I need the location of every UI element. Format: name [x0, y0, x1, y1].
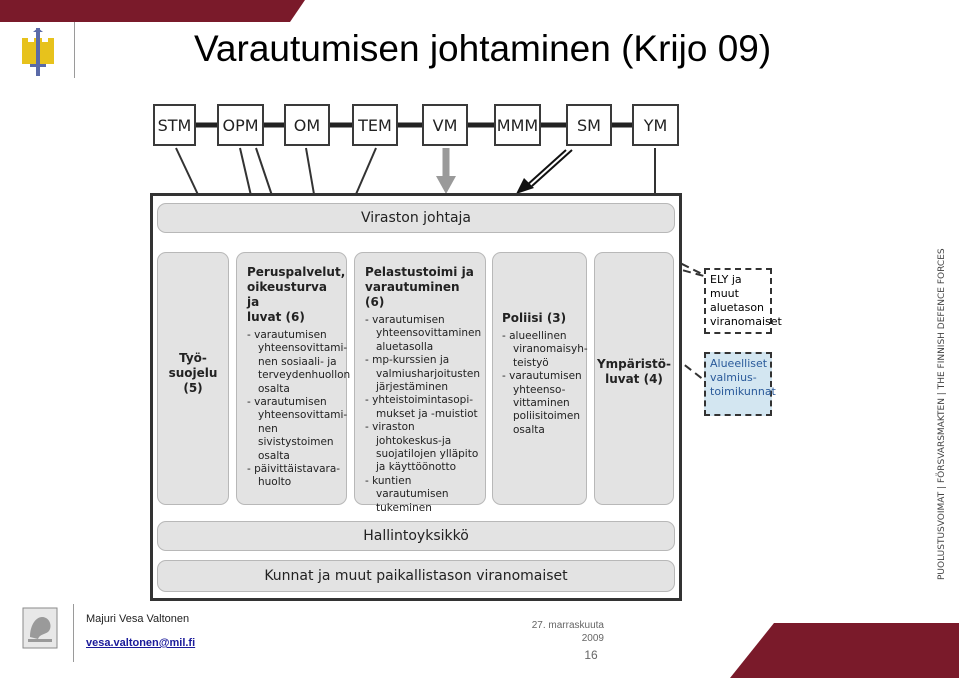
defence-forces-emblem-icon [22, 28, 54, 76]
ely-box-line: aluetason [710, 301, 765, 314]
regional-committees-line: toimikunnat [710, 385, 776, 398]
slide-date-line: 2009 [581, 633, 604, 644]
list-item: - varautumisen yhteensovittami-nen sivis… [247, 396, 348, 462]
lion-emblem-icon [22, 607, 58, 649]
list-item: - yhteistoimintasopi-mukset ja -muistiot [365, 394, 478, 420]
presenter-email-link[interactable]: vesa.valtonen@mil.fi [86, 637, 196, 649]
column-peruspalvelut: Peruspalvelut, oikeusturva ja luvat (6) … [236, 252, 351, 505]
list-item: - varautumisen yhteenso-vittaminen polii… [502, 370, 582, 436]
slide-date-line: 27. marraskuuta [531, 620, 604, 631]
regional-committees-line: Alueelliset [710, 357, 768, 370]
list-item: - viraston johtokeskus-ja suojatilojen y… [365, 421, 479, 474]
regional-committees-line: valmius- [710, 371, 757, 384]
column-pelastustoimi: Pelastustoimi ja varautuminen (6) - vara… [354, 252, 486, 514]
column-peruspalvelut-title-line: Peruspalvelut, [247, 265, 346, 279]
sidebar-text: PUOLUSTUSVOIMAT | FÖRSVARSMAKTEN | THE F… [936, 248, 947, 580]
list-item: - mp-kurssien ja valmiusharjoitusten jär… [365, 354, 480, 394]
municipalities-label: Kunnat ja muut paikallistason viranomais… [264, 568, 568, 584]
list-item: - varautumisen yhteensovittami-nen sosia… [247, 329, 351, 395]
column-tyosuojelu-title-line: Työ- [179, 351, 207, 365]
column-pelastustoimi-title-line: varautuminen (6) [365, 280, 460, 309]
footer-accent-band [730, 623, 959, 678]
column-poliisi-title-line: Poliisi (3) [502, 311, 567, 325]
ministry-box-ym: YM [632, 104, 679, 146]
ely-box-line: viranomaiset [710, 315, 782, 328]
ministry-box-mmm: MMM [494, 104, 541, 146]
column-pelastustoimi-title-line: Pelastustoimi ja [365, 265, 474, 279]
slide-date: 27. marraskuuta 2009 [522, 619, 604, 645]
header-accent-band [0, 0, 305, 22]
slide-title: Varautumisen johtaminen (Krijo 09) [194, 28, 772, 69]
list-item: - alueellinen viranomaisyh-teistyö [502, 330, 588, 369]
admin-unit-label: Hallintoyksikkö [363, 528, 469, 544]
agency-head-label: Viraston johtaja [360, 210, 472, 226]
column-tyosuojelu-title-line: (5) [183, 381, 203, 395]
footer-divider [73, 604, 74, 662]
sidebar-defence-forces-text: PUOLUSTUSVOIMAT | FÖRSVARSMAKTEN | THE F… [936, 248, 947, 580]
agency-head-bar: Viraston johtaja [157, 203, 675, 233]
list-item: - varautumisen yhteensovittaminen alueta… [365, 314, 482, 353]
column-ymparisto: Ympäristö- luvat (4) [594, 252, 674, 505]
ministry-box-opm: OPM [217, 104, 264, 146]
column-tyosuojelu-title-line: suojelu [168, 366, 218, 380]
municipalities-bar: Kunnat ja muut paikallistason viranomais… [157, 560, 675, 592]
ministry-box-om: OM [284, 104, 330, 146]
column-peruspalvelut-title-line: oikeusturva ja [247, 280, 327, 309]
column-ymparisto-title-line: luvat (4) [605, 372, 663, 386]
header-divider [74, 22, 75, 78]
ely-box-line: ELY ja muut [710, 273, 742, 300]
list-item: - kuntien varautumisen tukeminen [365, 474, 449, 514]
ministry-box-vm: VM [422, 104, 468, 146]
column-poliisi: Poliisi (3) - alueellinen viranomaisyh-t… [492, 252, 588, 505]
ely-box: ELY ja muut aluetason viranomaiset [704, 268, 782, 334]
admin-unit-bar: Hallintoyksikkö [157, 521, 675, 551]
column-tyosuojelu: Työ- suojelu (5) [157, 252, 229, 505]
list-item: - päivittäistavara-huolto [247, 463, 341, 489]
ministry-box-sm: SM [566, 104, 612, 146]
page-number: 16 [584, 648, 598, 662]
regional-committees-box: Alueelliset valmius- toimikunnat [704, 352, 776, 416]
column-ymparisto-title-line: Ympäristö- [596, 357, 671, 371]
ministry-box-stm: STM [153, 104, 196, 146]
column-peruspalvelut-title-line: luvat (6) [247, 310, 305, 324]
presenter-name: Majuri Vesa Valtonen [86, 613, 190, 625]
ministry-box-tem: TEM [352, 104, 398, 146]
